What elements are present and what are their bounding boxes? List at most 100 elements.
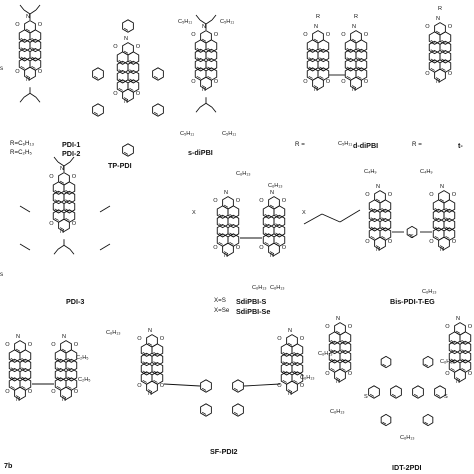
double-bond xyxy=(233,411,239,415)
atom-n: N xyxy=(436,79,441,86)
double-bond xyxy=(370,217,375,221)
chain-c6h13: C₆H₁₃ xyxy=(106,330,121,336)
t-dipbi-ring xyxy=(439,31,452,45)
double-bond xyxy=(264,223,269,227)
double-bond xyxy=(201,38,207,42)
double-bond xyxy=(346,66,351,70)
atom-n: N xyxy=(288,328,293,335)
tert-alkyl xyxy=(19,205,31,213)
label-t-dipbi: t- xyxy=(458,141,463,150)
phenyl-ring xyxy=(380,355,392,369)
idt-2pdi-right-ring xyxy=(459,350,472,364)
double-bond xyxy=(15,348,21,352)
d-dipbi-right-ring xyxy=(355,58,368,72)
double-bond xyxy=(313,85,319,89)
double-bond xyxy=(142,352,147,355)
chain-c6h13: C₆H₁₃ xyxy=(440,359,455,365)
atom-n: N xyxy=(352,24,357,31)
atom-n: N xyxy=(288,391,293,398)
sf-pdi2-left-ring xyxy=(151,362,164,376)
atom-o: O xyxy=(135,43,141,50)
atom-o: O xyxy=(365,239,370,246)
atom-o: O xyxy=(71,221,77,228)
s-dipbi-imide-ring xyxy=(200,76,212,91)
atom-o: O xyxy=(5,389,10,396)
double-bond xyxy=(351,38,357,42)
double-bond xyxy=(381,208,386,211)
double-bond xyxy=(330,349,335,353)
atom-o: O xyxy=(113,43,118,50)
double-bond xyxy=(118,69,123,73)
atom-o: O xyxy=(73,341,79,348)
chain-c6h13: C₆H₁₃ xyxy=(268,183,283,189)
double-bond xyxy=(381,235,386,239)
double-bond xyxy=(435,77,441,81)
7b-left-ring xyxy=(19,358,32,373)
double-bond xyxy=(434,208,439,211)
double-bond xyxy=(21,385,26,389)
double-bond xyxy=(382,363,387,367)
double-bond xyxy=(282,379,287,383)
atom-o: O xyxy=(27,341,33,348)
label-tp-pdi: TP-PDI xyxy=(108,161,132,170)
double-bond xyxy=(335,330,341,334)
double-bond xyxy=(21,367,26,371)
double-bond xyxy=(218,241,223,245)
sf-pdi2-right-ring xyxy=(291,343,304,357)
pdi1-ring xyxy=(29,38,42,53)
idt-2pdi-left-ring xyxy=(339,340,352,355)
atom-n: N xyxy=(16,334,21,341)
double-bond xyxy=(308,75,313,79)
idt-2pdi-right-ring xyxy=(459,340,472,355)
sf-pdi2-right-ring xyxy=(291,352,304,367)
cyclohexyl-ring xyxy=(122,143,134,157)
double-bond xyxy=(56,376,61,380)
chain-c6h13: C₆H₁₃ xyxy=(318,351,333,357)
double-bond xyxy=(153,75,159,79)
tp-pdi-ring xyxy=(127,60,140,75)
double-bond xyxy=(441,58,446,62)
chain-c2h5: C₂H₅ xyxy=(76,355,89,361)
idt-2pdi-left-imide-ring xyxy=(334,368,346,383)
r-ethyl-note: R=C₂H₅ xyxy=(10,149,32,156)
double-bond xyxy=(282,370,287,374)
double-bond xyxy=(207,66,212,70)
d-dipbi-right-imide-ring xyxy=(350,76,362,91)
idt-2pdi-left-ring xyxy=(339,350,352,364)
double-bond xyxy=(196,48,201,51)
double-bond xyxy=(435,393,441,397)
double-bond xyxy=(341,340,346,343)
double-bond xyxy=(129,87,134,91)
double-bond xyxy=(31,65,36,69)
label-sdipbi-se: SdiPBI-Se xyxy=(236,307,271,316)
atom-o: O xyxy=(347,371,353,378)
atom-o: O xyxy=(451,191,457,198)
label-bis-pdi-t-eg: Bis-PDI-T-EG xyxy=(390,297,435,306)
bond xyxy=(163,383,201,387)
alkyl-chain xyxy=(19,96,25,103)
double-bond xyxy=(408,233,413,237)
atom-o: O xyxy=(235,197,241,204)
atom-o: O xyxy=(467,371,473,378)
idt-ring xyxy=(434,385,446,399)
atom-x: X xyxy=(192,210,196,216)
s-dipbi-ring xyxy=(205,48,218,63)
double-bond xyxy=(445,235,450,239)
double-bond xyxy=(341,358,346,362)
tp-pdi-imide-ring xyxy=(122,88,134,103)
d-dipbi-right-ring xyxy=(355,48,368,63)
double-bond xyxy=(207,75,212,79)
double-bond xyxy=(196,66,201,70)
atom-o: O xyxy=(445,323,450,330)
atom-n: N xyxy=(124,99,129,106)
atom-n: N xyxy=(336,379,341,386)
atom-o: O xyxy=(73,389,79,396)
atom-n: N xyxy=(456,316,461,323)
atom-o: O xyxy=(425,23,430,30)
double-bond xyxy=(67,358,72,361)
double-bond xyxy=(218,232,223,236)
double-bond xyxy=(65,217,70,221)
double-bond xyxy=(229,223,234,227)
double-bond xyxy=(123,151,129,155)
